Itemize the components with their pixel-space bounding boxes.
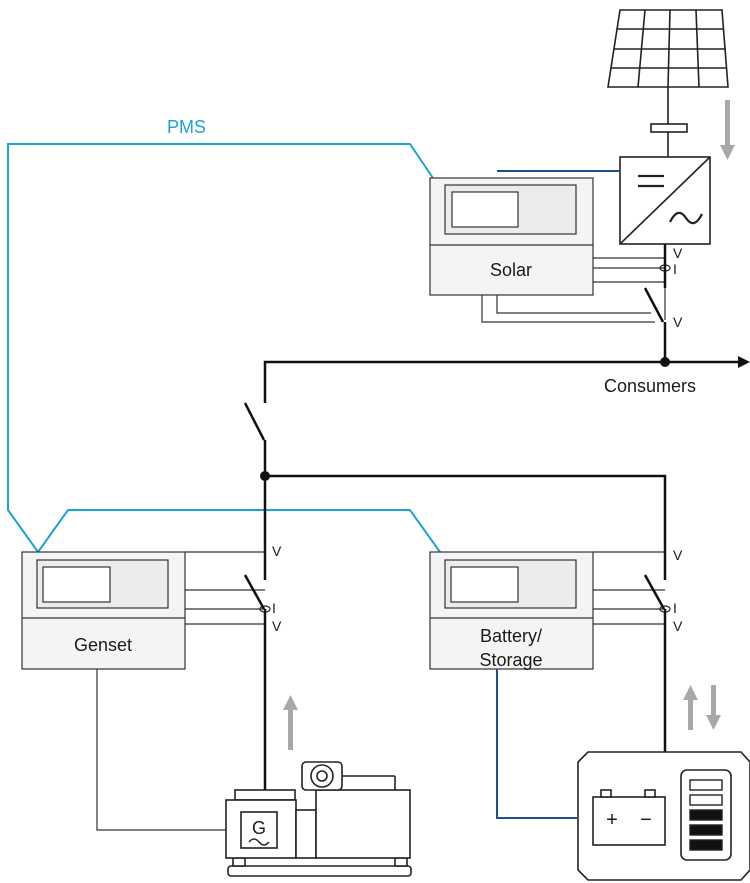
main-bus — [263, 440, 667, 580]
battery-storage-icon — [577, 751, 750, 881]
battery-voltage-label: V — [673, 547, 683, 563]
solar-measure-leads — [481, 257, 666, 323]
battery-minus-sign: − — [640, 809, 652, 831]
pms-line — [7, 143, 434, 553]
pms-line-branch — [37, 509, 441, 553]
battery-dc-link — [496, 669, 577, 819]
solar-breaker-voltage-label: V — [673, 314, 683, 330]
solar-panel-icon — [607, 9, 729, 157]
generator-symbol: G — [252, 818, 266, 838]
consumer-bus — [263, 360, 738, 403]
battery-breaker-voltage-label: V — [673, 618, 683, 634]
pms-label: PMS — [167, 117, 206, 137]
genset-flow-arrow-icon — [283, 695, 298, 750]
consumers-label: Consumers — [604, 376, 696, 396]
battery-controller-label-1: Battery/ — [480, 626, 542, 646]
battery-measure-leads — [593, 551, 665, 625]
solar-controller — [429, 177, 594, 296]
solar-current-label: I — [673, 261, 677, 277]
battery-controller — [429, 551, 594, 670]
main-breaker — [243, 402, 266, 441]
genset-power-line — [243, 574, 267, 790]
battery-current-label: I — [673, 600, 677, 616]
consumers-arrow-icon — [738, 356, 750, 368]
battery-power-line — [643, 574, 667, 752]
battery-controller-label-2: Storage — [479, 650, 542, 670]
inverter-icon — [619, 156, 711, 245]
genset-breaker-voltage-label: V — [272, 618, 282, 634]
solar-controller-label: Solar — [490, 260, 532, 280]
solar-power-line — [643, 244, 667, 362]
battery-charge-arrow-icon — [683, 685, 698, 730]
genset-measure-leads — [96, 551, 265, 831]
generator-icon — [225, 761, 412, 877]
solar-flow-arrow-icon — [720, 100, 735, 160]
genset-controller-label: Genset — [74, 635, 132, 655]
genset-current-label: I — [272, 600, 276, 616]
genset-voltage-label: V — [272, 543, 282, 559]
battery-plus-sign: + — [606, 809, 618, 831]
solar-voltage-label: V — [673, 245, 683, 261]
battery-discharge-arrow-icon — [706, 685, 721, 730]
genset-controller — [21, 551, 186, 670]
